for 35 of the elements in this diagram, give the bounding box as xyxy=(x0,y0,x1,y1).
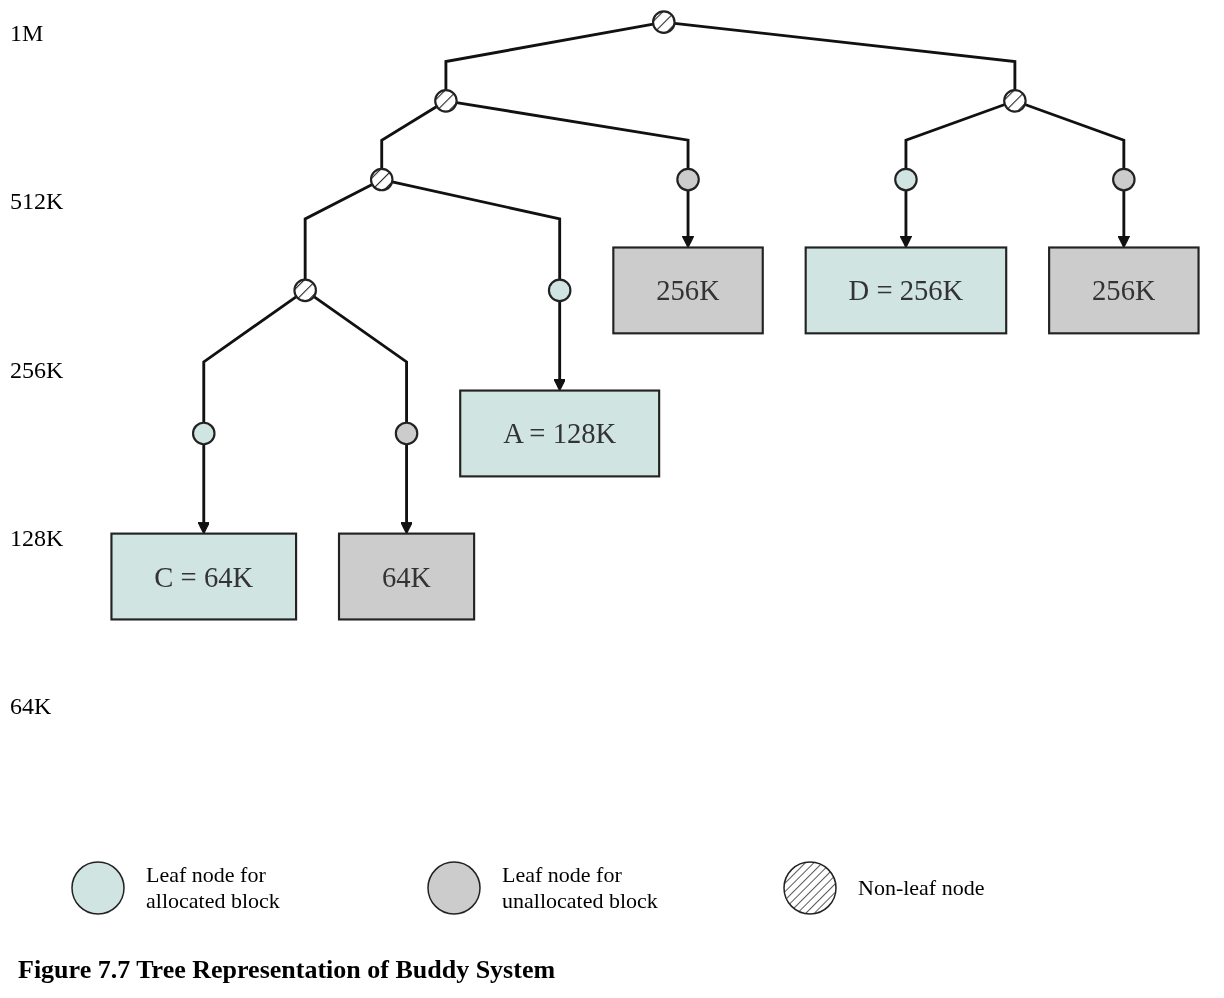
node-circle xyxy=(1112,167,1136,192)
node-box: 256K xyxy=(612,246,764,335)
connector xyxy=(313,295,408,423)
level-size-label: 64K xyxy=(10,693,53,720)
connector xyxy=(202,295,298,423)
node-box: A = 128K xyxy=(459,389,661,478)
legend-text: Non-leaf node xyxy=(858,875,986,901)
node-circle xyxy=(369,167,394,192)
legend-text: Leaf node for allocated block xyxy=(146,862,281,914)
node-circle xyxy=(394,421,419,446)
connector xyxy=(674,21,1017,91)
connector xyxy=(444,22,654,91)
node-box: 64K xyxy=(337,532,476,621)
connector xyxy=(456,101,690,169)
connector xyxy=(1024,103,1126,169)
node-box: D = 256K xyxy=(804,246,1008,335)
node-box: C = 64K xyxy=(110,532,298,621)
node-circle xyxy=(1003,89,1027,113)
connector xyxy=(380,105,438,169)
node-circle xyxy=(293,278,317,303)
node-circle xyxy=(434,89,458,113)
node-circle xyxy=(894,167,918,192)
level-size-label: 1M xyxy=(10,20,45,47)
node-box: 256K xyxy=(1048,246,1200,335)
node-circle xyxy=(191,421,216,446)
node-circle xyxy=(547,278,572,303)
connector xyxy=(303,183,373,280)
figure-caption: Figure 7.7 Tree Representation of Buddy System xyxy=(18,955,556,985)
level-size-label: 512K xyxy=(10,188,65,216)
level-size-label: 256K xyxy=(10,356,65,384)
legend-text: Leaf node for unallocated block xyxy=(502,862,659,914)
connector xyxy=(904,103,1006,169)
level-size-label: 128K xyxy=(10,524,65,552)
node-circle xyxy=(676,167,700,192)
node-circle xyxy=(652,10,676,34)
